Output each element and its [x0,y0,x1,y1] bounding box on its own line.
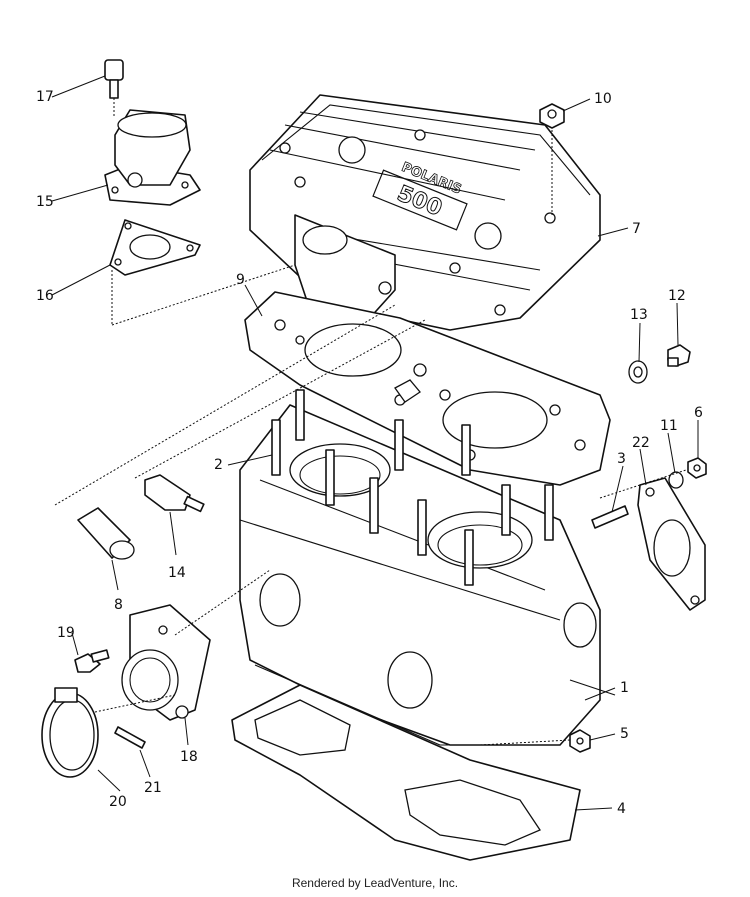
callout-4: 4 [617,801,626,817]
callout-18: 18 [180,749,198,765]
thermostat-housing[interactable] [104,109,201,206]
callout-2: 2 [214,457,223,473]
exhaust-gasket[interactable] [637,477,706,611]
lock-washer[interactable] [668,471,684,489]
callout-3: 3 [617,451,626,467]
cylinder-head-cover[interactable]: 500 POLARIS [249,94,601,331]
cover-nut[interactable] [539,103,565,215]
callout-7: 7 [632,221,641,237]
callout-22: 22 [632,435,650,451]
callout-10: 10 [594,91,612,107]
clamp-screw[interactable] [114,726,146,749]
sealing-washer[interactable] [628,360,648,384]
base-nut[interactable] [569,729,591,753]
exhaust-nut[interactable] [687,457,707,479]
callout-6: 6 [694,405,703,421]
temperature-sensor[interactable] [144,474,205,513]
callout-20: 20 [109,794,127,810]
manifold-bolt[interactable] [74,649,110,673]
footer-credit: Rendered by LeadVenture, Inc. [291,876,459,890]
callouts: 17 15 16 10 7 9 13 12 6 11 22 3 2 1 5 4 … [36,89,703,817]
hose-clamp[interactable] [41,687,99,778]
callout-17: 17 [36,89,54,105]
callout-9: 9 [236,272,245,288]
callout-5: 5 [620,726,629,742]
intake-manifold[interactable] [121,604,211,721]
callout-13: 13 [630,307,648,323]
cylinder-head-gasket[interactable] [244,291,611,486]
callout-11: 11 [660,418,678,434]
callout-1: 1 [620,680,629,696]
leader-lines [51,75,699,811]
thermostat-bolt[interactable] [104,59,124,118]
cylinder-base-gasket[interactable] [231,684,581,861]
exhaust-stud[interactable] [591,505,629,529]
bleed-bolt[interactable] [667,344,691,367]
water-plug[interactable] [77,507,135,560]
callout-19: 19 [57,625,75,641]
callout-8: 8 [114,597,123,613]
callout-14: 14 [168,565,186,581]
callout-21: 21 [144,780,162,796]
callout-16: 16 [36,288,54,304]
cylinder-studs[interactable] [271,389,554,586]
callout-12: 12 [668,288,686,304]
callout-15: 15 [36,194,54,210]
thermostat-housing-gasket[interactable] [109,219,201,276]
